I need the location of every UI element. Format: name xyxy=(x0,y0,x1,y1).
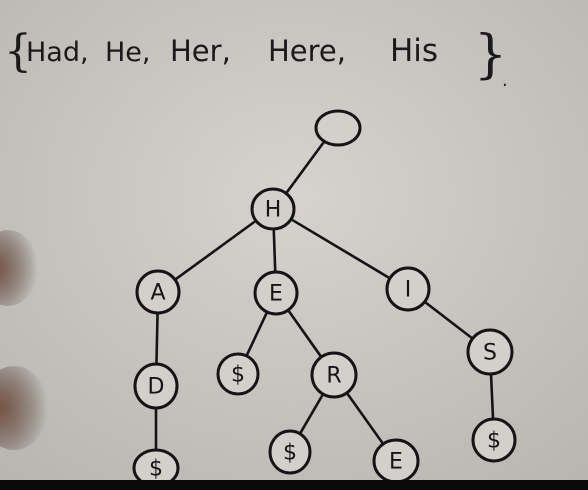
node-label: E xyxy=(389,450,403,475)
hand-shadow-upper xyxy=(0,230,38,306)
trie-node-end_His: $ xyxy=(471,417,517,463)
trailing-dot: . xyxy=(502,70,508,91)
node-label: I xyxy=(405,278,412,303)
node-circle xyxy=(466,328,514,376)
trie-edges xyxy=(154,139,495,453)
node-label: A xyxy=(150,281,165,306)
word-set: { Had, He, Her, Here, His } . xyxy=(4,25,508,91)
node-circle xyxy=(216,352,260,396)
open-brace: { xyxy=(4,26,32,77)
node-label: S xyxy=(483,341,497,366)
node-label: H xyxy=(265,198,282,223)
edge-I-S xyxy=(422,299,475,341)
edge-E1-end_He xyxy=(244,309,269,359)
edge-H-E1 xyxy=(272,226,277,275)
node-label: $ xyxy=(283,441,297,466)
edge-H-I xyxy=(288,217,393,281)
node-circle xyxy=(471,417,517,463)
node-circle xyxy=(385,266,431,312)
trie-nodes: H A E I D $ R S $ $ E $ xyxy=(132,109,517,488)
node-circle xyxy=(310,351,358,399)
trie-node-I: I xyxy=(385,266,431,312)
hand-shadow-lower xyxy=(0,366,48,450)
trie-node-H: H xyxy=(250,187,296,231)
trie-node-end_He: $ xyxy=(216,352,260,396)
trie-node-end_Her: $ xyxy=(268,429,312,475)
node-circle xyxy=(268,429,312,475)
trie-node-E1: E xyxy=(253,270,299,316)
node-label: R xyxy=(326,364,341,389)
node-circle xyxy=(250,187,296,231)
trie-node-S: S xyxy=(466,328,514,376)
edge-S-end_His xyxy=(489,371,495,422)
word-had: Had, xyxy=(26,37,89,68)
word-he: He, xyxy=(105,37,151,68)
node-circle xyxy=(314,109,362,147)
bottom-bar xyxy=(0,480,588,490)
edge-R-end_Her xyxy=(298,391,325,436)
node-circle xyxy=(133,362,179,410)
node-label: D xyxy=(148,375,165,400)
word-his: His xyxy=(390,33,438,69)
edge-H-A xyxy=(172,218,259,282)
word-here: Here, xyxy=(268,34,346,68)
word-her: Her, xyxy=(170,34,231,68)
trie-node-R: R xyxy=(310,351,358,399)
trie-node-D: D xyxy=(133,362,179,410)
edge-E1-R xyxy=(286,307,324,360)
node-label: $ xyxy=(231,363,245,388)
trie-node-root xyxy=(314,109,362,147)
edge-root-H xyxy=(284,139,327,196)
node-circle xyxy=(253,270,299,316)
edge-A-D xyxy=(155,310,159,367)
trie-node-end_Had: $ xyxy=(132,448,180,488)
trie-node-E2: E xyxy=(372,438,420,484)
node-label: $ xyxy=(149,457,163,482)
node-label: $ xyxy=(487,429,501,454)
close-brace: } xyxy=(474,25,507,85)
node-label: E xyxy=(269,282,283,307)
trie-node-A: A xyxy=(135,269,181,315)
edge-R-E2 xyxy=(344,390,386,447)
node-circle xyxy=(135,269,181,315)
